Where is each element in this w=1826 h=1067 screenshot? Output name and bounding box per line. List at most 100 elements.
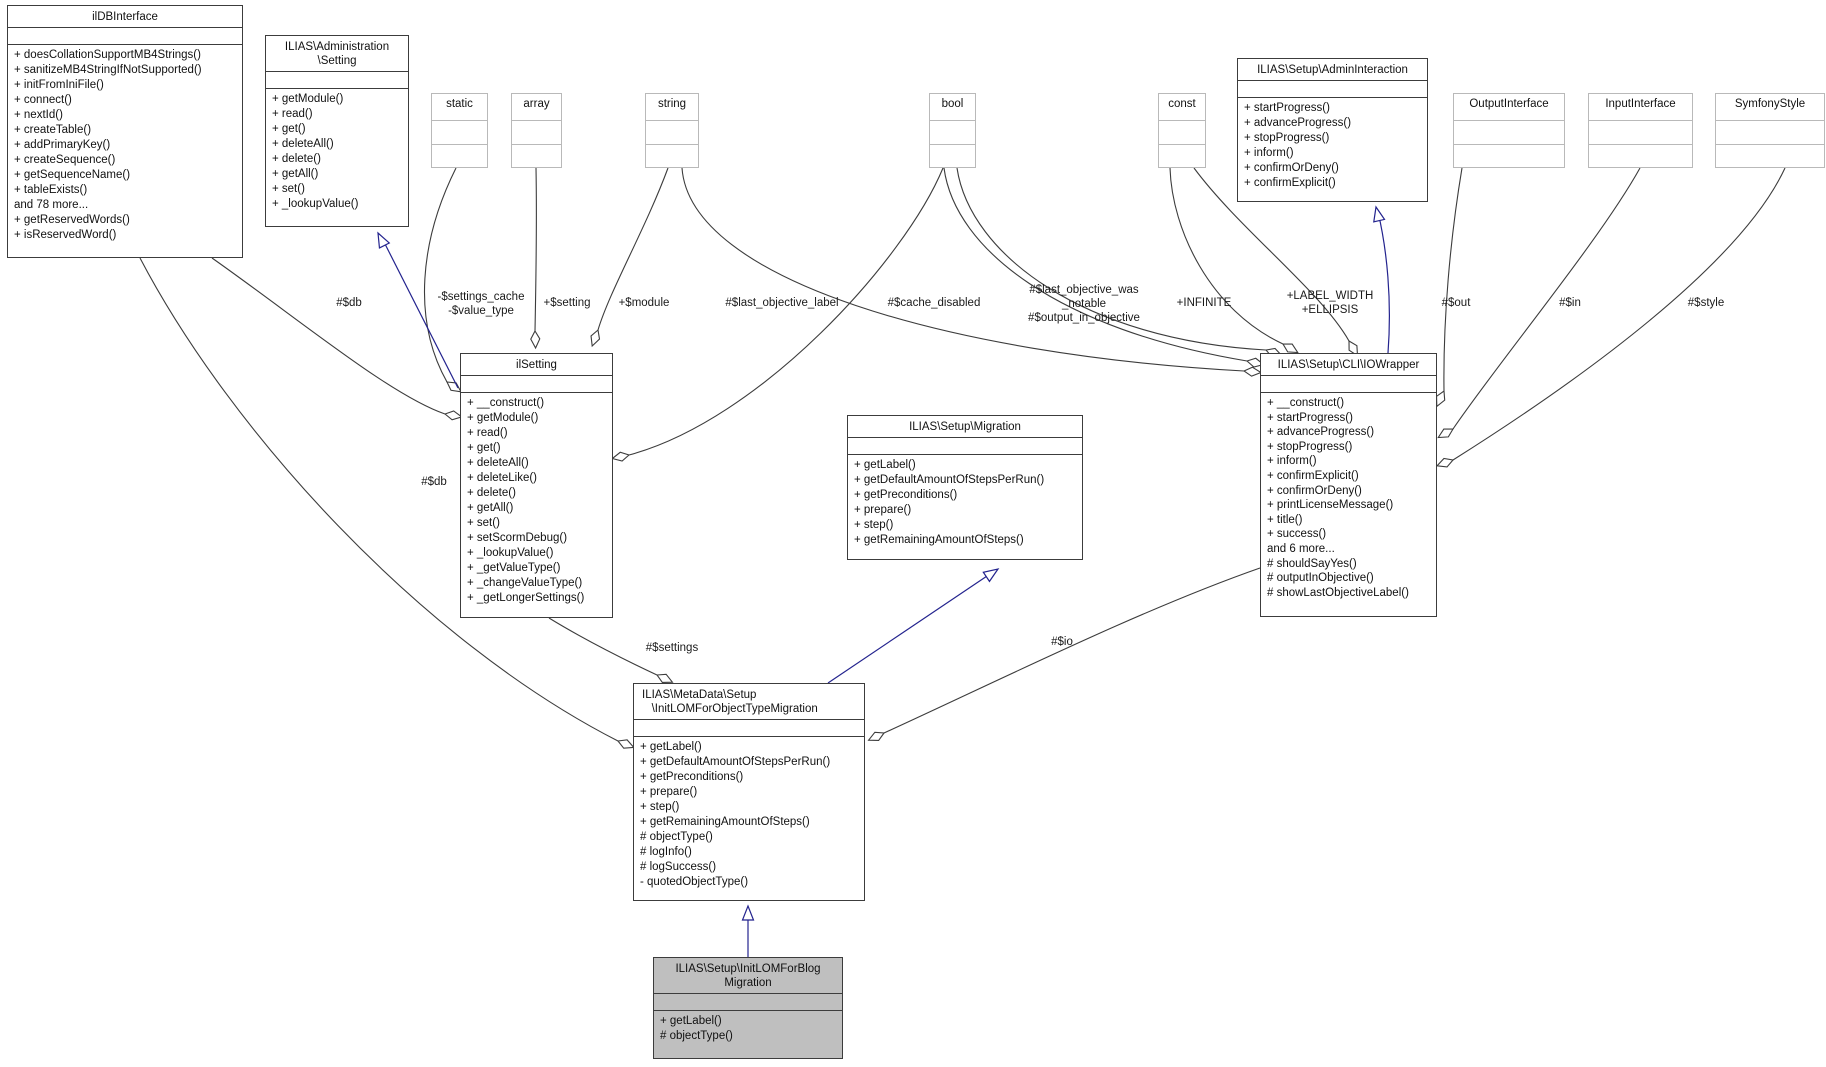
class-title: ILIAS\Setup\Migration bbox=[848, 416, 1082, 438]
class-initlomforobjecttypemigration[interactable]: ILIAS\MetaData\Setup \InitLOMForObjectTy… bbox=[633, 683, 865, 901]
type-title: InputInterface bbox=[1589, 94, 1692, 122]
diamond-icon bbox=[1242, 366, 1263, 377]
attributes-compartment bbox=[1238, 81, 1427, 98]
attributes-compartment bbox=[461, 376, 612, 393]
class-title: ilDBInterface bbox=[8, 6, 242, 28]
type-inputinterface[interactable]: InputInterface bbox=[1588, 93, 1693, 168]
empty-compartment bbox=[1159, 145, 1205, 167]
empty-compartment bbox=[1454, 145, 1564, 167]
empty-compartment bbox=[1716, 121, 1824, 145]
type-string[interactable]: string bbox=[645, 93, 699, 168]
class-title: ILIAS\Administration \Setting bbox=[266, 36, 408, 72]
edge-bool-to-iowrapper-1 bbox=[943, 167, 1248, 362]
edge-symfony-to-iowrapper bbox=[1452, 167, 1786, 461]
methods-list: + getLabel() # objectType() bbox=[660, 1015, 733, 1042]
edge-label-module: +$module bbox=[618, 297, 670, 309]
class-ilsetting[interactable]: ilSetting + __construct() + getModule() … bbox=[460, 353, 613, 618]
edge-ilsetting-extends-setting bbox=[383, 241, 459, 389]
edge-string-to-ilsetting bbox=[597, 167, 669, 331]
edge-label-label-width: +LABEL_WIDTH +ELLIPSIS bbox=[1286, 290, 1374, 316]
type-const[interactable]: const bbox=[1158, 93, 1206, 168]
class-title: ILIAS\Setup\InitLOMForBlog Migration bbox=[654, 958, 842, 994]
diamond-icon bbox=[1435, 457, 1455, 468]
edge-static-to-ilsetting bbox=[423, 167, 457, 383]
attributes-compartment bbox=[654, 994, 842, 1011]
class-cli-iowrapper[interactable]: ILIAS\Setup\CLI\IOWrapper + __construct(… bbox=[1260, 353, 1437, 617]
empty-compartment bbox=[1716, 145, 1824, 167]
type-static[interactable]: static bbox=[431, 93, 488, 168]
diamond-icon bbox=[530, 329, 541, 350]
edge-label-in: #$in bbox=[1559, 297, 1581, 309]
empty-compartment bbox=[1159, 121, 1205, 145]
type-symfonystyle[interactable]: SymfonyStyle bbox=[1715, 93, 1825, 168]
class-initlomforblogmigration[interactable]: ILIAS\Setup\InitLOMForBlog Migration + g… bbox=[653, 957, 843, 1059]
methods-list: + startProgress() + advanceProgress() + … bbox=[1244, 102, 1352, 189]
methods-list: + doesCollationSupportMB4Strings() + san… bbox=[14, 49, 202, 241]
attributes-compartment bbox=[266, 72, 408, 89]
diamond-icon bbox=[1437, 428, 1454, 439]
class-title: ILIAS\Setup\AdminInteraction bbox=[1238, 59, 1427, 81]
edge-label-last-objective-label: #$last_objective_label bbox=[725, 297, 839, 309]
type-title: static bbox=[432, 94, 487, 122]
methods-list: + __construct() + startProgress() + adva… bbox=[1267, 397, 1409, 599]
edge-array-to-ilsetting bbox=[534, 167, 537, 332]
empty-compartment bbox=[1589, 145, 1692, 167]
edge-output-to-iowrapper bbox=[1443, 167, 1463, 392]
empty-compartment bbox=[646, 121, 698, 145]
type-bool[interactable]: bool bbox=[929, 93, 976, 168]
empty-compartment bbox=[432, 121, 487, 145]
diamond-icon bbox=[655, 673, 674, 684]
inheritance-arrow-icon bbox=[982, 568, 1000, 583]
type-title: OutputInterface bbox=[1454, 94, 1564, 122]
edge-input-to-iowrapper bbox=[1452, 167, 1641, 430]
edge-ilsetting-to-initlom bbox=[548, 617, 658, 676]
edge-iowrapper-extends-admininteraction bbox=[1377, 211, 1390, 354]
empty-compartment bbox=[1454, 121, 1564, 145]
empty-compartment bbox=[930, 121, 975, 145]
type-array[interactable]: array bbox=[511, 93, 562, 168]
edge-ildb-to-ilsetting bbox=[211, 257, 446, 415]
inheritance-arrowheads bbox=[377, 205, 1386, 921]
type-title: const bbox=[1159, 94, 1205, 122]
edge-label-style: #$style bbox=[1687, 297, 1725, 309]
type-title: SymfonyStyle bbox=[1716, 94, 1824, 122]
type-outputinterface[interactable]: OutputInterface bbox=[1453, 93, 1565, 168]
empty-compartment bbox=[646, 145, 698, 167]
edge-const-to-iowrapper-2 bbox=[1193, 167, 1350, 342]
edge-label-output-in-objective: #$last_objective_was _notable #$output_i… bbox=[1028, 284, 1140, 324]
attributes-compartment bbox=[634, 720, 864, 737]
class-title: ILIAS\Setup\CLI\IOWrapper bbox=[1261, 354, 1436, 376]
diamond-icon bbox=[1282, 343, 1299, 354]
diamond-icon bbox=[867, 731, 886, 742]
edge-label-setting: +$setting bbox=[543, 297, 591, 309]
empty-compartment bbox=[432, 145, 487, 167]
edge-label-db-2: #$db bbox=[421, 476, 447, 488]
empty-compartment bbox=[930, 145, 975, 167]
methods-list: + getModule() + read() + get() + deleteA… bbox=[272, 93, 359, 210]
edge-string-to-iowrapper bbox=[681, 167, 1245, 372]
attributes-compartment bbox=[848, 438, 1082, 455]
methods-list: + getLabel() + getDefaultAmountOfStepsPe… bbox=[854, 459, 1045, 546]
edge-label-settings-cache: -$settings_cache -$value_type bbox=[437, 291, 525, 317]
class-setup-migration[interactable]: ILIAS\Setup\Migration + getLabel() + get… bbox=[847, 415, 1083, 560]
edge-label-cache-disabled: #$cache_disabled bbox=[887, 297, 981, 309]
edge-const-to-iowrapper-1 bbox=[1169, 167, 1284, 345]
edge-initlom-extends-migration bbox=[827, 571, 994, 684]
class-administration-setting[interactable]: ILIAS\Administration \Setting + getModul… bbox=[265, 35, 409, 227]
empty-compartment bbox=[512, 121, 561, 145]
diamond-icon bbox=[611, 451, 631, 462]
attributes-compartment bbox=[8, 28, 242, 45]
aggregation-edges bbox=[139, 167, 1786, 742]
edge-label-infinite: +INFINITE bbox=[1176, 297, 1232, 309]
edge-bool-to-ilsetting bbox=[628, 167, 944, 456]
class-ildbinterface[interactable]: ilDBInterface + doesCollationSupportMB4S… bbox=[7, 5, 243, 258]
edge-label-out: #$out bbox=[1441, 297, 1471, 309]
class-admininteraction[interactable]: ILIAS\Setup\AdminInteraction + startProg… bbox=[1237, 58, 1428, 202]
type-title: string bbox=[646, 94, 698, 122]
type-title: bool bbox=[930, 94, 975, 122]
class-title: ILIAS\MetaData\Setup \InitLOMForObjectTy… bbox=[634, 684, 864, 720]
methods-list: + getLabel() + getDefaultAmountOfStepsPe… bbox=[640, 741, 831, 888]
inheritance-arrow-icon bbox=[377, 231, 391, 249]
edge-iowrapper-to-initlom bbox=[883, 567, 1261, 734]
